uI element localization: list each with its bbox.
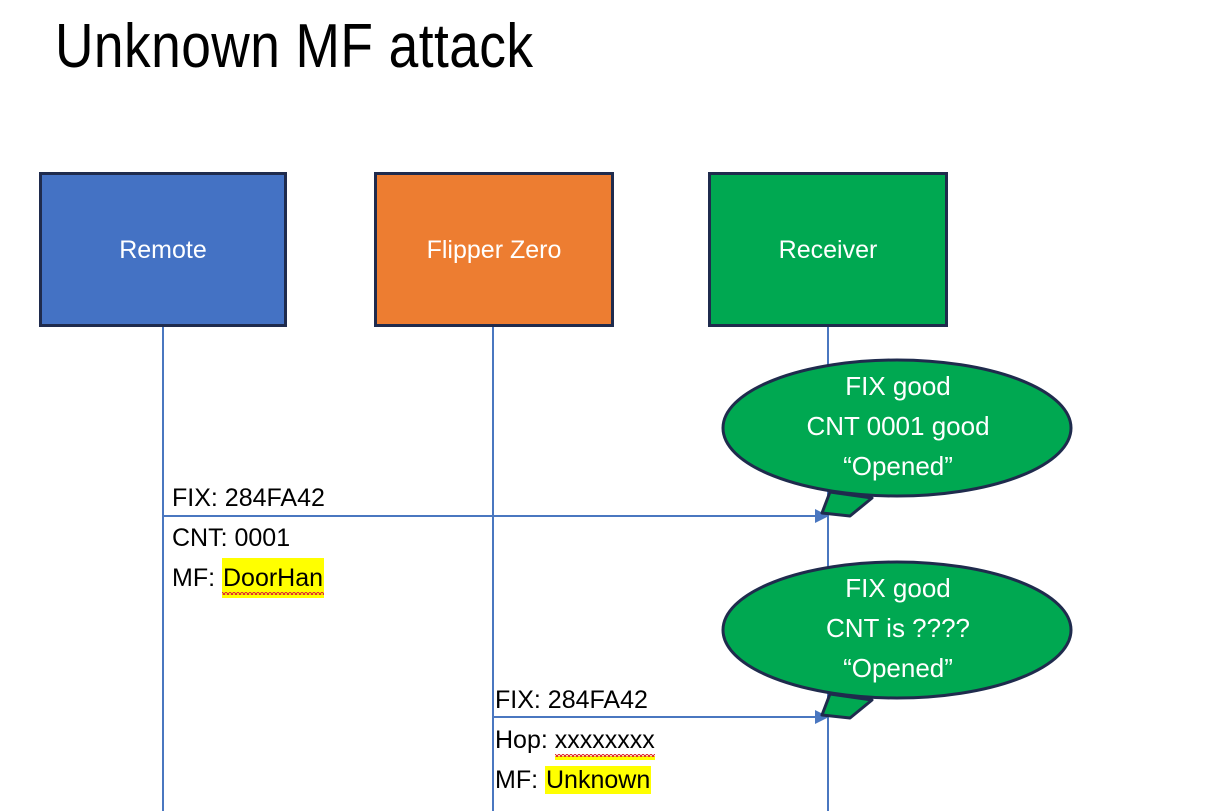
message-line: FIX: 284FA42 [172,478,325,518]
message-line: Hop: xxxxxxxx [495,720,655,760]
message-line: MF: DoorHan [172,558,325,598]
message-line-label: Hop: [495,726,555,754]
message-line-label: MF: [172,564,222,592]
message-line-label: CNT: [172,524,235,552]
message-line-value-highlighted: xxxxxxxx [554,720,655,760]
message-line: FIX: 284FA42 [495,680,655,720]
actor-box-receiver[interactable]: Receiver [708,172,948,327]
message-line-value-highlighted: DoorHan [222,558,325,598]
message-text-remote-to-receiver: FIX: 284FA42 CNT: 0001 MF: DoorHan [172,478,325,598]
callout-receiver-response-2[interactable]: FIX good CNT is ???? “Opened” [721,560,1074,722]
message-line-value: 284FA42 [547,686,648,714]
actor-box-flipper[interactable]: Flipper Zero [374,172,614,327]
message-text-flipper-to-receiver: FIX: 284FA42 Hop: xxxxxxxx MF: Unknown [495,680,655,800]
actor-label-flipper: Flipper Zero [426,235,562,264]
message-line-label: FIX: [172,484,225,512]
message-line: MF: Unknown [495,760,655,800]
message-line-label: FIX: [495,686,548,714]
message-line: CNT: 0001 [172,518,325,558]
actor-label-remote: Remote [119,235,207,264]
message-line-label: MF: [495,766,545,794]
message-line-value: 284FA42 [224,484,325,512]
lifeline-remote [162,327,164,811]
page-title: Unknown MF attack [55,12,534,81]
actor-box-remote[interactable]: Remote [39,172,287,327]
message-line-value-highlighted: Unknown [545,766,652,794]
callout-receiver-response-1[interactable]: FIX good CNT 0001 good “Opened” [721,358,1074,520]
message-line-value: 0001 [234,524,291,552]
callout-bubble-shape [721,560,1073,720]
lifeline-flipper [492,327,494,811]
actor-label-receiver: Receiver [778,235,878,264]
callout-bubble-shape [721,358,1073,518]
